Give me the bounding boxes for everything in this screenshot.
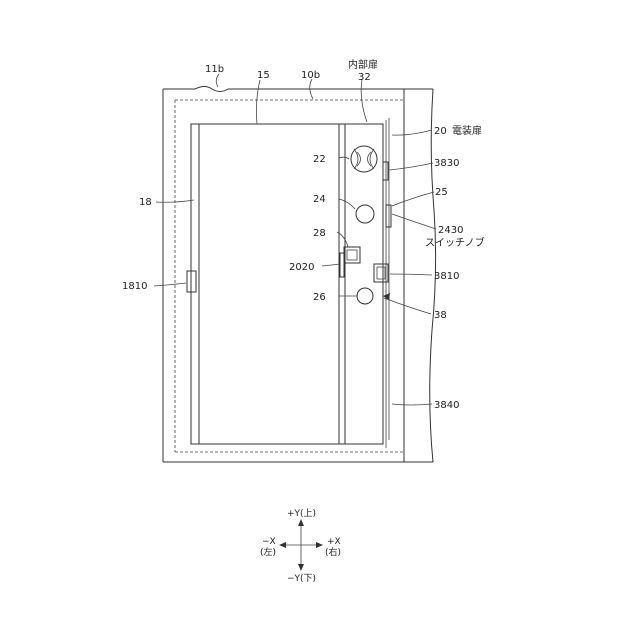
button-26	[357, 288, 373, 304]
label-switch-knob: スイッチノブ	[425, 236, 485, 249]
label-24: 24	[313, 194, 326, 205]
part-25	[386, 205, 391, 227]
axis-plus-x-sub: (右)	[325, 546, 341, 558]
label-20: 20	[434, 126, 447, 137]
axis-plus-y: +Y(上)	[287, 508, 316, 519]
speaker-22	[351, 146, 377, 172]
label-3840: 3840	[434, 400, 459, 411]
label-3810: 3810	[434, 271, 459, 282]
knob-24	[356, 205, 374, 223]
axis-minus-x: −X	[262, 537, 276, 547]
axis-minus-y: −Y(下)	[287, 574, 316, 584]
label-1810: 1810	[122, 281, 147, 292]
label-18: 18	[139, 197, 152, 208]
label-11b: 11b	[205, 64, 224, 75]
label-22: 22	[313, 154, 326, 165]
label-15: 15	[257, 70, 270, 81]
part-3830	[383, 162, 388, 180]
label-10b: 10b	[301, 70, 320, 81]
label-28: 28	[313, 228, 326, 239]
label-electrical-door: 電装扉	[452, 124, 482, 137]
label-32: 32	[358, 72, 371, 83]
axis-plus-x: +X	[327, 537, 341, 547]
axis-minus-x-sub: (左)	[260, 546, 276, 558]
label-26: 26	[313, 292, 326, 303]
label-38: 38	[434, 310, 447, 321]
axis-indicator: +Y(上) −Y(下) −X (左) +X (右)	[260, 508, 341, 584]
label-2430: 2430	[438, 225, 463, 236]
part-2020	[340, 253, 344, 277]
label-3830: 3830	[434, 158, 459, 169]
part-28	[344, 247, 360, 263]
label-inner-door: 内部扉	[348, 58, 378, 71]
label-25: 25	[435, 187, 448, 198]
label-2020: 2020	[289, 262, 314, 273]
glass-door	[191, 118, 389, 448]
